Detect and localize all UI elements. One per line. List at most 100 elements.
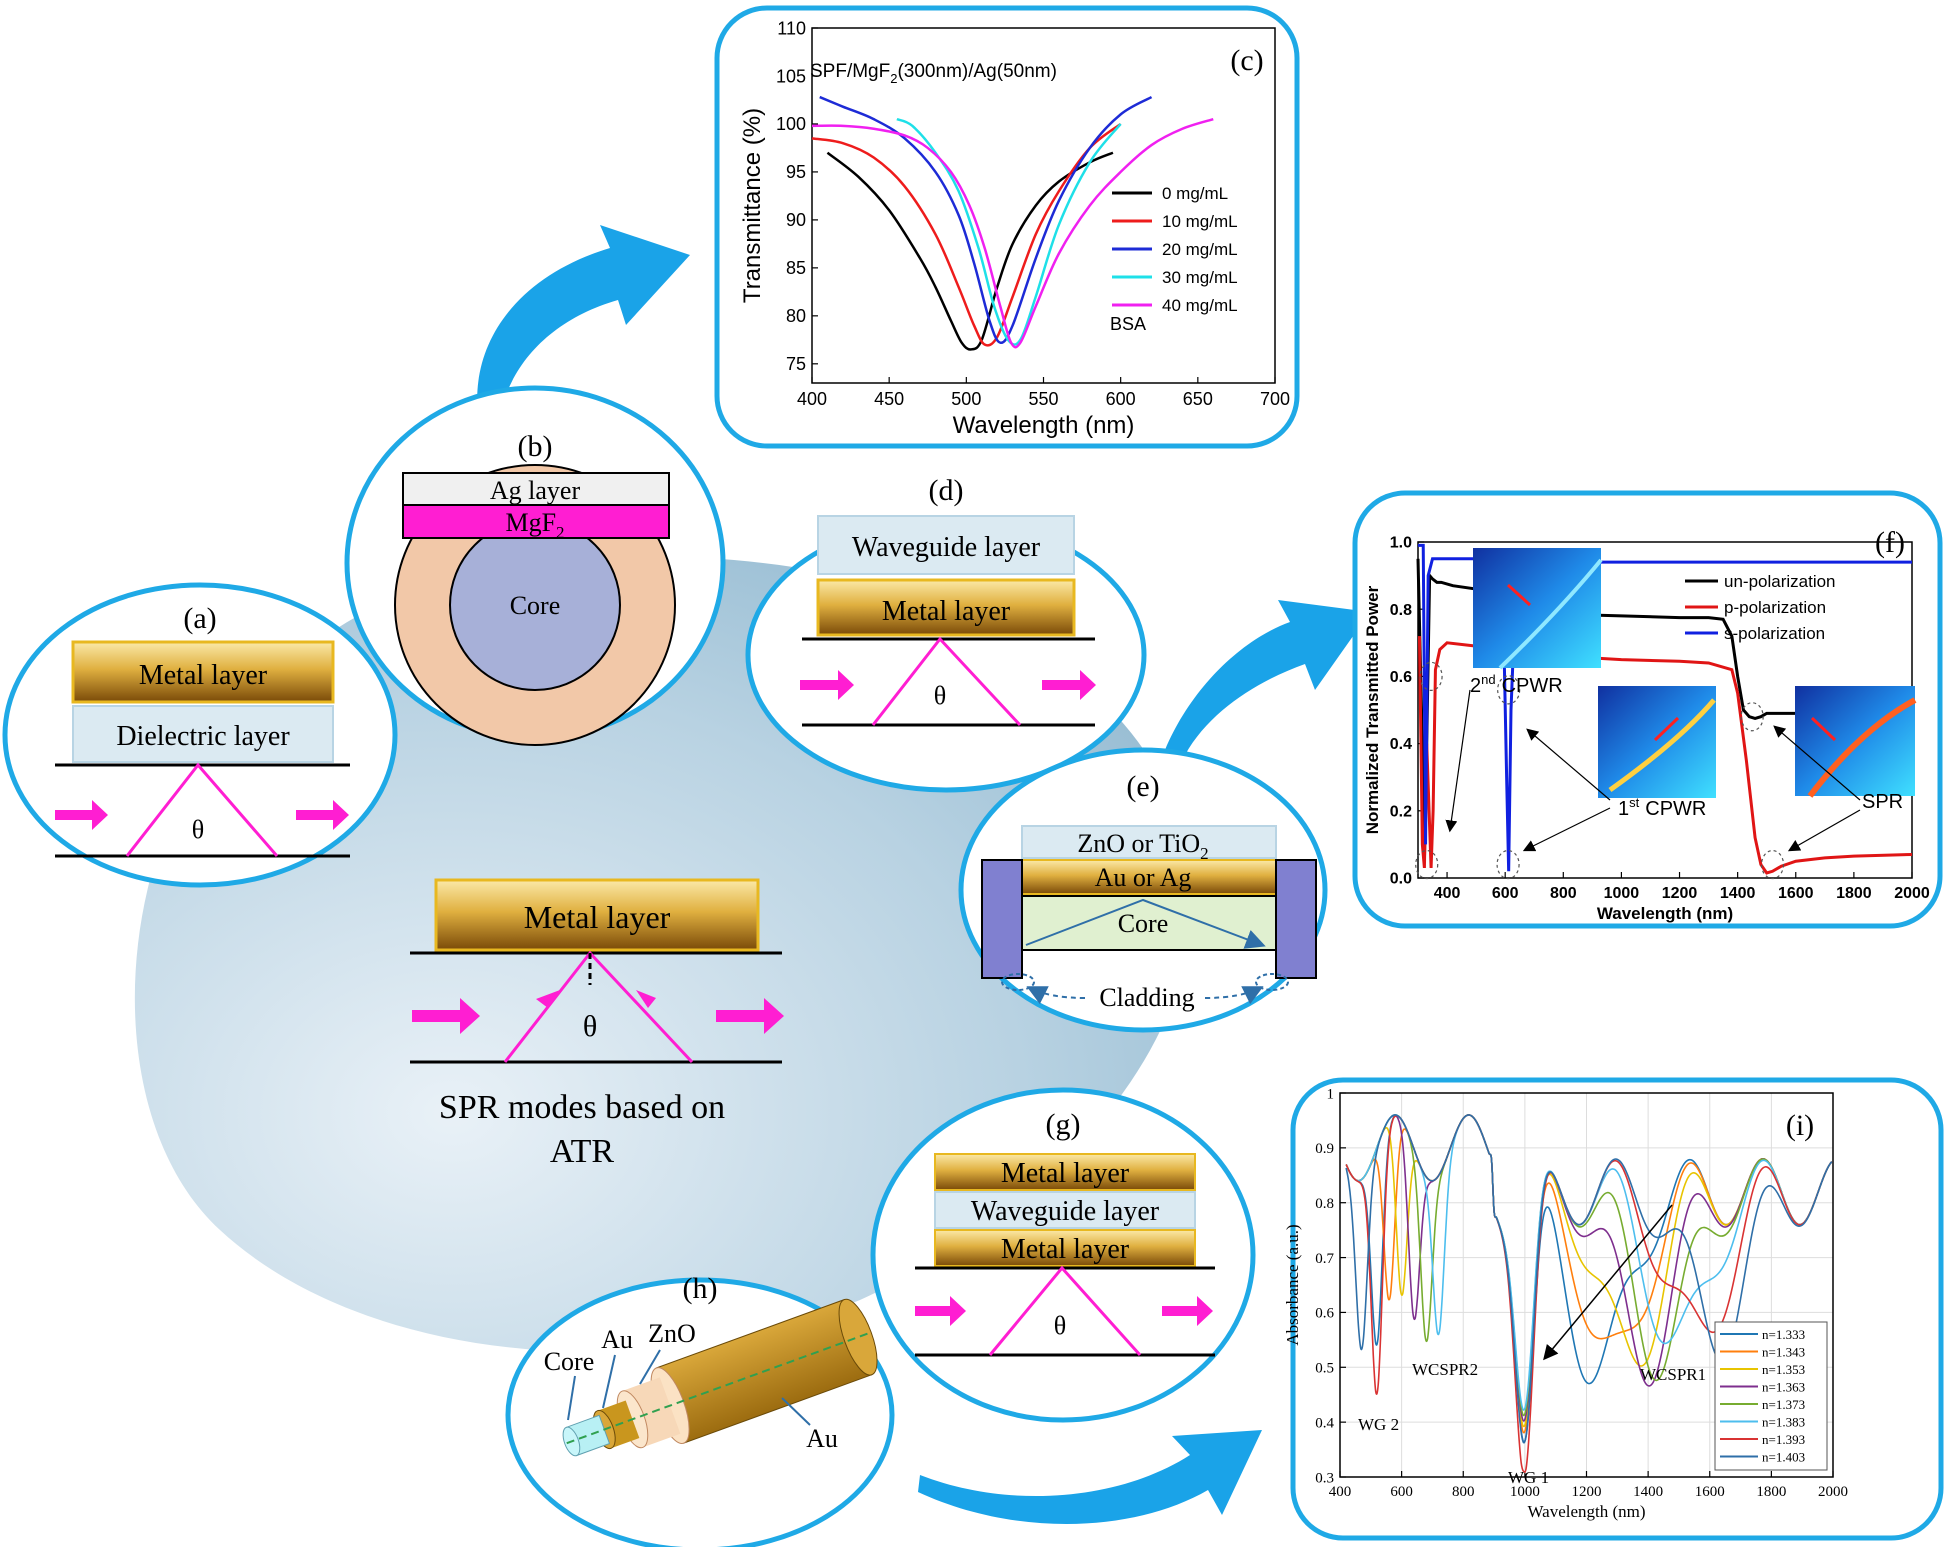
series-line [811, 122, 1122, 347]
panel-g-theta: θ [1054, 1311, 1066, 1340]
x-tick-label: 1000 [1510, 1484, 1540, 1500]
panel-f-spr: SPR [1862, 791, 1903, 813]
center-theta: θ [583, 1010, 597, 1043]
panel-d-arrow-in [800, 670, 854, 700]
series-line [811, 117, 1214, 349]
panel-i-wg1: WG 1 [1508, 1468, 1549, 1487]
x-tick-label: 1400 [1720, 885, 1756, 902]
panel-e-metal-label: Au or Ag [1095, 863, 1192, 892]
panel-e-core-label: Core [1118, 909, 1169, 938]
panel-f-pointer-1 [1445, 689, 1471, 833]
panel-f-inset-1-arc [1498, 558, 1603, 670]
resonance-marker [1760, 849, 1785, 880]
x-tick-label: 1800 [1756, 1484, 1786, 1500]
panel-h-au1-label: Au [601, 1325, 633, 1354]
panel-b-mgf2 [402, 503, 670, 539]
legend-label: n=1.403 [1762, 1450, 1805, 1465]
x-tick-label: 1200 [1572, 1484, 1602, 1500]
center-arrow-in [412, 998, 480, 1034]
panel-b-label: (b) [518, 430, 553, 463]
legend-label: n=1.393 [1762, 1432, 1805, 1447]
x-tick-label: 2000 [1894, 885, 1930, 902]
panel-h: (h) Core Au ZnO Au [505, 1272, 895, 1547]
x-axis-label: Wavelength (nm) [953, 412, 1135, 439]
y-tick-label: 0.7 [1315, 1251, 1334, 1267]
panel-f-inset-1-arrow [1506, 583, 1532, 607]
x-tick-label: 600 [1106, 389, 1136, 409]
panel-d-metal [816, 578, 1076, 637]
y-tick-label: 105 [776, 66, 806, 86]
panel-h-fiber [562, 1298, 878, 1457]
x-tick-label: 400 [1434, 885, 1461, 902]
panel-g-metal1-label: Metal layer [1001, 1158, 1130, 1189]
panel-h-au2-pointer [781, 1397, 811, 1426]
y-tick-label: 100 [776, 114, 806, 134]
legend-label: n=1.383 [1762, 1415, 1805, 1430]
panel-h-label: (h) [683, 1272, 718, 1305]
x-tick-label: 2000 [1818, 1484, 1848, 1500]
series-line [1345, 1114, 1833, 1417]
x-tick-label: 700 [1260, 389, 1290, 409]
x-tick-label: 400 [797, 389, 827, 409]
legend-label: n=1.333 [1762, 1327, 1805, 1342]
legend-box [1714, 1321, 1828, 1471]
panel-c-title: SPF/MgF2(300nm)/Ag(50nm) [810, 61, 1057, 86]
panel-f-pointer-2 [1526, 728, 1611, 801]
x-tick-label: 400 [1329, 1484, 1352, 1500]
panel-a-metal [71, 640, 335, 704]
legend-label: 0 mg/mL [1162, 184, 1228, 203]
legend-label: 10 mg/mL [1162, 212, 1238, 231]
panel-g: (g) Metal layer Waveguide layer Metal la… [870, 1087, 1256, 1423]
panel-a-label: (a) [183, 602, 216, 635]
x-tick-label: 1600 [1695, 1484, 1725, 1500]
y-tick-label: 0.6 [1390, 669, 1412, 686]
resonance-marker [1415, 849, 1439, 880]
panel-b-mgf2-label: MgF2 [505, 508, 564, 542]
arrow-h-to-i [918, 1430, 1262, 1525]
panel-e: (e) ZnO or TiO2 Au or Ag Core Cladding [958, 747, 1328, 1033]
panel-g-light-path [988, 1265, 1142, 1357]
panel-d-metal-label: Metal layer [882, 596, 1011, 627]
x-tick-label: 1800 [1836, 885, 1872, 902]
panel-g-label: (g) [1046, 1108, 1081, 1141]
panel-f-inset-2 [1598, 686, 1716, 798]
panel-e-dash-left [1001, 973, 1035, 991]
panel-a-arrow-in [55, 800, 108, 830]
y-tick-label: 0.4 [1390, 736, 1412, 753]
panel-c-label: (c) [1230, 44, 1263, 77]
panel-i-wcspr1: WCSPR1 [1640, 1365, 1706, 1384]
arrow-e-to-f [1165, 600, 1370, 755]
panel-d-waveguide [817, 515, 1075, 575]
panel-i-wcspr2: WCSPR2 [1412, 1360, 1478, 1379]
y-tick-label: 0.2 [1390, 803, 1412, 820]
y-tick-label: 0.3 [1315, 1470, 1334, 1486]
series-line [826, 151, 1114, 351]
resonance-marker [1496, 849, 1520, 880]
panel-i-wg2: WG 2 [1358, 1415, 1399, 1434]
legend-label: n=1.373 [1762, 1397, 1805, 1412]
x-axis-label: Wavelength (nm) [1527, 1502, 1645, 1521]
y-tick-label: 90 [786, 210, 806, 230]
x-tick-label: 1000 [1604, 885, 1640, 902]
panel-a-dielectric [72, 705, 334, 763]
y-tick-label: 0.8 [1315, 1196, 1334, 1212]
panel-a-dielectric-label: Dielectric layer [116, 721, 290, 752]
panel-f-pointer-3 [1522, 807, 1611, 852]
center-schematic: Metal layer θ SPR modes based on ATR [410, 878, 784, 1170]
panel-f-pointer-5 [1787, 809, 1861, 852]
panel-h-core-label: Core [544, 1347, 595, 1376]
panel-f-inset-2-arc [1608, 698, 1716, 793]
series-line [896, 117, 1122, 346]
y-tick-label: 85 [786, 258, 806, 278]
legend-label: n=1.363 [1762, 1380, 1805, 1395]
y-tick-label: 110 [777, 18, 806, 38]
panel-h-au1-pointer [602, 1354, 616, 1409]
panel-h-core-pointer [567, 1375, 576, 1421]
y-tick-label: 80 [786, 306, 806, 326]
x-tick-label: 450 [874, 389, 904, 409]
panel-f-inset-3-arc [1807, 697, 1917, 798]
